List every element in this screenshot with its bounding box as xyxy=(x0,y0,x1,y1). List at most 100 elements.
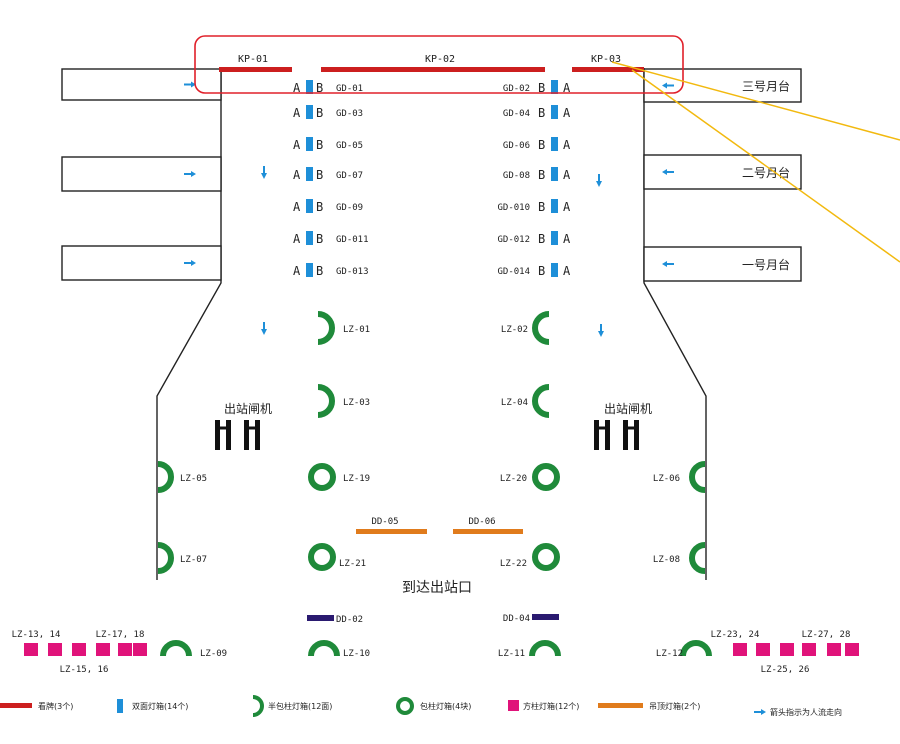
square-group-label: LZ-25, 26 xyxy=(761,665,810,675)
side-b-label: B xyxy=(316,81,323,95)
flow-arrows xyxy=(261,166,604,337)
dark-lightbox xyxy=(307,615,334,621)
side-b-label: B xyxy=(538,106,545,120)
arrow-head xyxy=(191,81,196,88)
double-lightbox xyxy=(306,199,313,213)
flow-arrow-left-icon xyxy=(662,261,674,267)
square-group-label: LZ-23, 24 xyxy=(711,630,760,640)
side-b-label: B xyxy=(316,138,323,152)
square-group-label: LZ-17, 18 xyxy=(96,630,145,640)
gate-post xyxy=(605,420,610,450)
billboard-label: KP-01 xyxy=(238,54,268,65)
legend-label: 双面灯箱(14个) xyxy=(132,701,188,711)
side-a-label: A xyxy=(563,106,571,120)
side-a-label: A xyxy=(293,200,301,214)
left-platform-box xyxy=(61,68,222,101)
gd-label: GD-010 xyxy=(497,203,530,213)
legend-arrow-icon xyxy=(754,709,766,715)
gd-label: GD-07 xyxy=(336,171,363,181)
side-b-label: B xyxy=(538,232,545,246)
partial-column-lightbox xyxy=(680,640,712,657)
half-column-lightbox xyxy=(532,384,550,418)
half-column-label: LZ-04 xyxy=(501,398,528,408)
side-a-label: A xyxy=(293,106,301,120)
flow-arrow-right-icon xyxy=(184,81,196,88)
square-column-lightbox xyxy=(733,643,747,656)
ceiling-lightbox xyxy=(356,529,427,534)
side-a-label: A xyxy=(563,264,571,278)
square-column-lightbox xyxy=(133,643,147,656)
column-label: LZ-20 xyxy=(500,474,527,484)
double-lightbox xyxy=(306,80,313,94)
arrow-head xyxy=(662,261,667,267)
gate-label: 出站闸机 xyxy=(224,402,272,416)
gd-label: GD-05 xyxy=(336,141,363,151)
column-label: LZ-08 xyxy=(653,555,680,565)
column-label: LZ-11 xyxy=(498,649,525,659)
wall-half-column xyxy=(157,542,174,574)
flow-arrow-down-icon xyxy=(261,322,267,335)
double-lightbox xyxy=(551,263,558,277)
half-column-lightbox xyxy=(532,311,550,345)
platform-label: 一号月台 xyxy=(742,257,790,272)
column-label: LZ-22 xyxy=(500,559,527,569)
gate-post xyxy=(244,420,249,450)
side-a-label: A xyxy=(563,81,571,95)
square-column-lightbox xyxy=(802,643,816,656)
double-lightbox xyxy=(551,199,558,213)
full-column-lightbox xyxy=(308,463,336,491)
arrow-head xyxy=(191,260,196,266)
half-column-lightbox xyxy=(317,311,335,345)
side-b-label: B xyxy=(316,200,323,214)
side-a-label: A xyxy=(293,232,301,246)
billboard-label: KP-03 xyxy=(591,54,621,65)
flow-arrow-down-icon xyxy=(596,174,602,187)
dark-lightbox xyxy=(532,614,559,620)
pointer-line xyxy=(631,69,900,263)
double-lightbox xyxy=(306,231,313,245)
gd-label: GD-01 xyxy=(336,84,363,94)
turnstile-icon xyxy=(215,420,231,450)
concourse-walls xyxy=(156,68,707,580)
flow-arrow-down-icon xyxy=(598,324,604,337)
side-b-label: B xyxy=(538,81,545,95)
wall-half-column xyxy=(157,461,174,493)
double-lightbox xyxy=(306,263,313,277)
flow-arrow-down-icon xyxy=(261,166,267,179)
legend-lightbox-swatch xyxy=(117,699,123,713)
square-column-lightbox xyxy=(780,643,794,656)
gd-label: GD-08 xyxy=(503,171,530,181)
exit-label: 到达出站口 xyxy=(402,580,472,596)
side-b-label: B xyxy=(316,106,323,120)
square-column-lightbox xyxy=(845,643,859,656)
legend: 看牌(3个)双面灯箱(14个)半包柱灯箱(12面)包柱灯箱(4块)方柱灯箱(12… xyxy=(0,695,842,717)
side-b-label: B xyxy=(316,168,323,182)
billboard-bar xyxy=(219,67,292,72)
pointer-line xyxy=(611,61,900,141)
side-b-label: B xyxy=(538,200,545,214)
square-group-label: LZ-13, 14 xyxy=(12,630,61,640)
double-lightbox xyxy=(306,137,313,151)
full-column-lightbox xyxy=(308,543,336,571)
half-column-lightbox xyxy=(317,384,335,418)
side-a-label: A xyxy=(293,168,301,182)
gate-label: 出站闸机 xyxy=(604,402,652,416)
partial-column-lightbox xyxy=(160,640,192,657)
flow-arrow-right-icon xyxy=(184,171,196,177)
double-lightbox xyxy=(551,167,558,181)
arrow-head xyxy=(662,82,667,89)
gd-label: GD-02 xyxy=(503,84,530,94)
side-a-label: A xyxy=(293,81,301,95)
side-b-label: B xyxy=(538,138,545,152)
legend-label: 吊顶灯箱(2个) xyxy=(649,701,700,711)
platform-label: 二号月台 xyxy=(742,165,790,180)
dark-box-label: DD-02 xyxy=(336,615,363,625)
arrow-head xyxy=(662,169,667,175)
column-label: LZ-10 xyxy=(343,649,370,659)
